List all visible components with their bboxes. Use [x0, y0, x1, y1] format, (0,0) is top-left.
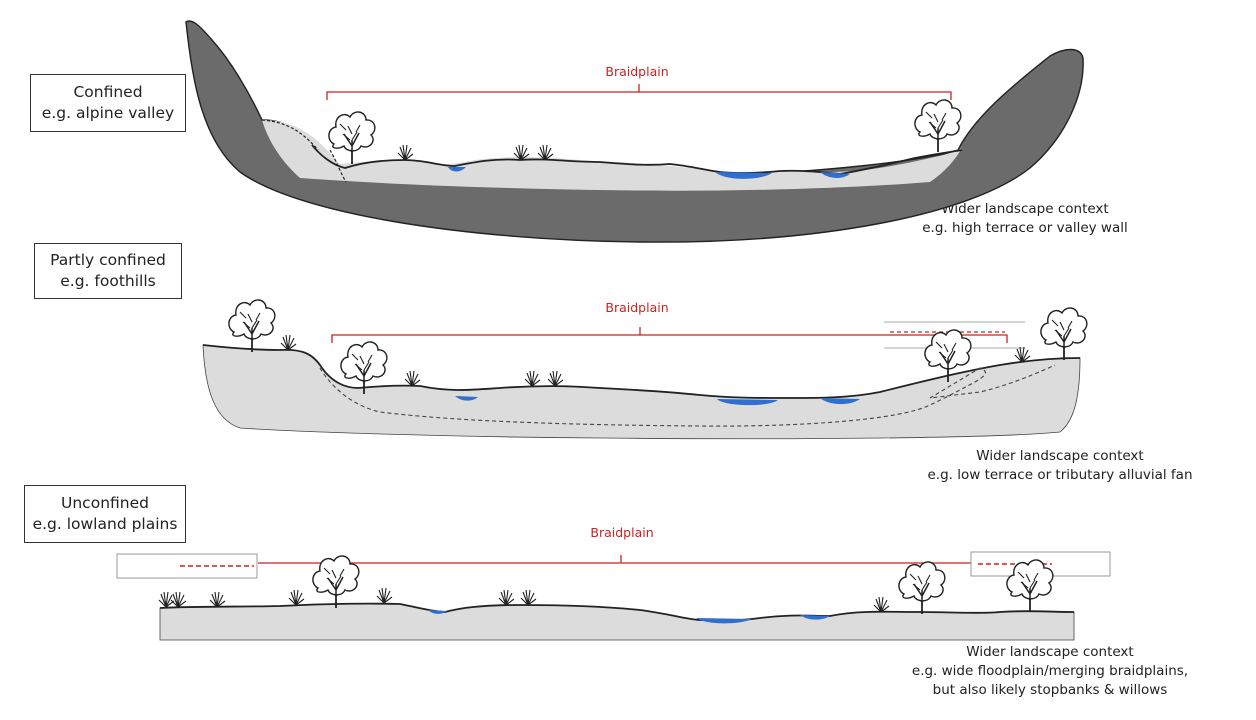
sediment-fill	[262, 120, 962, 191]
water-channel	[428, 610, 447, 614]
panel-label-line: Partly confined	[50, 251, 166, 269]
grass-tuft-icon	[158, 591, 175, 608]
grass-tuft-icon	[873, 596, 890, 613]
unconfined-section	[116, 551, 1111, 641]
water-channel	[715, 172, 772, 179]
panel-label-confined: Confined e.g. alpine valley	[30, 74, 186, 132]
water-channel	[800, 615, 830, 620]
grass-tuft-icon	[280, 334, 297, 351]
context-line: e.g. wide floodplain/merging braidplains…	[911, 663, 1189, 679]
context-line: Wider landscape context	[941, 201, 1109, 217]
terrace-edge	[261, 119, 347, 183]
grass-tuft-icon	[404, 370, 421, 387]
grass-tuft-icon	[498, 589, 515, 606]
tree-icon	[1040, 307, 1088, 361]
grass-tuft-icon	[547, 370, 564, 387]
context-line: Wider landscape context	[976, 448, 1144, 464]
grass-tuft-icon	[170, 591, 187, 608]
water-channel	[448, 167, 466, 172]
braidplain-bracket	[331, 327, 1008, 343]
grass-tuft-icon	[524, 370, 541, 387]
ground-surface	[202, 344, 1081, 399]
braidplain-label-unconfined: Braidplain	[590, 525, 654, 540]
tree-icon	[312, 555, 360, 609]
confined-section	[185, 20, 1084, 243]
grass-tuft-icon	[1014, 346, 1031, 363]
context-line: but also likely stopbanks & willows	[932, 682, 1168, 698]
tree-icon	[228, 299, 276, 353]
grass-tuft-icon	[520, 589, 537, 606]
water-channel	[455, 396, 478, 401]
buried-boundary	[319, 364, 1056, 427]
grass-tuft-icon	[397, 144, 414, 161]
context-box-left	[116, 553, 258, 579]
tree-icon	[914, 99, 962, 153]
context-line: e.g. high terrace or valley wall	[922, 220, 1128, 236]
tree-icon	[328, 111, 376, 165]
grass-tuft-icon	[209, 591, 226, 608]
water-channel	[717, 399, 778, 406]
context-line: e.g. low terrace or tributary alluvial f…	[927, 467, 1193, 483]
context-text-unconfined: Wider landscape context e.g. wide floodp…	[900, 643, 1200, 700]
braidplain-label-confined: Braidplain	[605, 64, 669, 79]
panel-label-line: e.g. lowland plains	[32, 515, 178, 533]
panel-label-line: Confined	[73, 83, 143, 101]
water-channel	[820, 398, 860, 405]
water-channel	[696, 618, 752, 624]
panel-label-line: e.g. alpine valley	[41, 104, 175, 122]
context-line: Wider landscape context	[966, 644, 1134, 660]
braidplain-label-partly-confined: Braidplain	[605, 300, 669, 315]
braidplain-line	[258, 555, 972, 564]
braidplain-bracket	[326, 84, 952, 100]
context-text-confined: Wider landscape context e.g. high terrac…	[900, 200, 1150, 238]
context-text-partly-confined: Wider landscape context e.g. low terrace…	[910, 447, 1210, 485]
panel-label-partly-confined: Partly confined e.g. foothills	[34, 243, 182, 299]
grass-tuft-icon	[288, 589, 305, 606]
partly-confined-section	[202, 299, 1088, 440]
panel-label-unconfined: Unconfined e.g. lowland plains	[24, 485, 186, 543]
sediment-fill	[159, 603, 1075, 641]
panel-label-line: e.g. foothills	[60, 272, 156, 290]
grass-tuft-icon	[376, 587, 393, 604]
water-channel	[820, 172, 850, 178]
panel-label-line: Unconfined	[61, 494, 149, 512]
tree-icon	[898, 561, 946, 615]
